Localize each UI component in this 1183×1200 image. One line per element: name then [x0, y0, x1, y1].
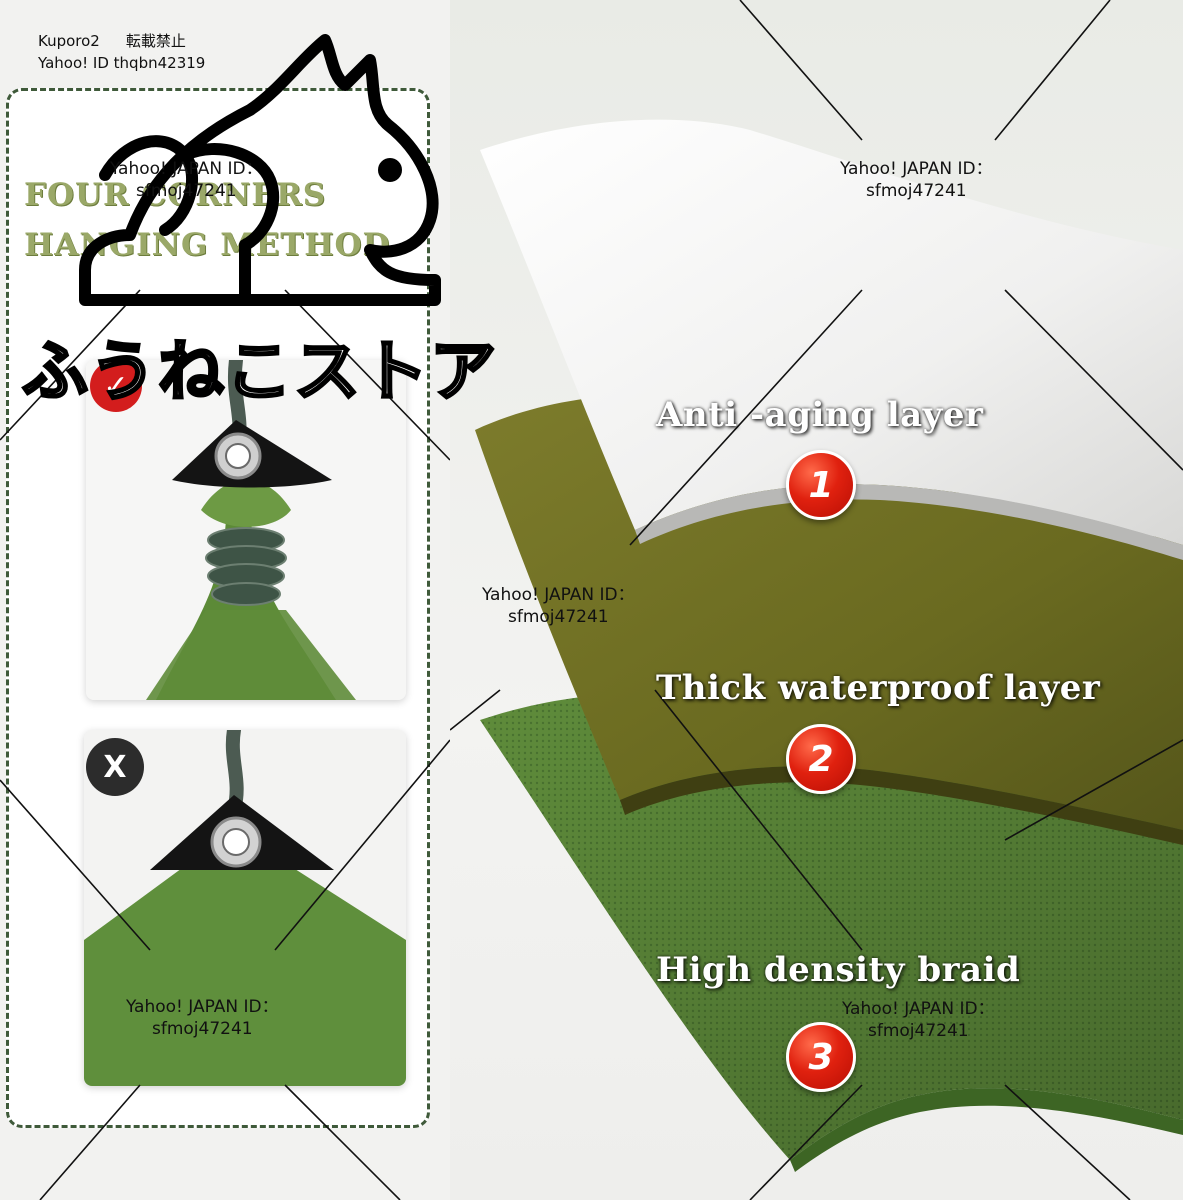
- header-watermark: Kuporo2 転載禁止 Yahoo! ID thqbn42319: [38, 30, 212, 74]
- layer-label-2: Thick waterproof layer: [656, 668, 1101, 708]
- watermark-notice: 転載禁止: [125, 32, 186, 50]
- watermark-id-2: Yahoo! JAPAN ID： sfmoj47241: [840, 158, 993, 202]
- wrong-badge: X: [86, 738, 144, 796]
- watermark-id-1-line1: Yahoo! JAPAN ID：: [110, 159, 263, 179]
- watermark-id-5-line1: Yahoo! JAPAN ID：: [842, 999, 995, 1019]
- layer-number-2: 2: [786, 724, 856, 794]
- layer-label-1: Anti -aging layer: [656, 395, 984, 435]
- cat-icon: [79, 34, 441, 306]
- watermark-id-3-line1: Yahoo! JAPAN ID：: [482, 585, 635, 605]
- wrong-hanging-photo: [84, 730, 406, 1086]
- layer-number-1: 1: [786, 450, 856, 520]
- watermark-id-1-line2: sfmoj47241: [136, 181, 237, 201]
- watermark-id-4: Yahoo! JAPAN ID： sfmoj47241: [126, 996, 279, 1040]
- layers-illustration: [450, 0, 1183, 1200]
- watermark-store-id: Kuporo2: [38, 32, 100, 50]
- watermark-id-4-line1: Yahoo! JAPAN ID：: [126, 997, 279, 1017]
- watermark-id-3-line2: sfmoj47241: [508, 607, 609, 627]
- correct-badge: ✓: [90, 360, 142, 412]
- watermark-id-5: Yahoo! JAPAN ID： sfmoj47241: [842, 998, 995, 1042]
- watermark-id-1: Yahoo! JAPAN ID： sfmoj47241: [110, 158, 263, 202]
- left-watermark-lines: [0, 289, 450, 1200]
- watermark-yahoo-id: Yahoo! ID thqbn42319: [38, 54, 206, 72]
- correct-hanging-photo: [86, 360, 406, 700]
- watermark-id-4-line2: sfmoj47241: [152, 1019, 253, 1039]
- watermark-id-2-line2: sfmoj47241: [866, 181, 967, 201]
- store-name: ふうねこストア: [21, 332, 498, 412]
- layer-number-3: 3: [786, 1022, 856, 1092]
- watermark-id-2-line1: Yahoo! JAPAN ID：: [840, 159, 993, 179]
- layer-label-3: High density braid: [656, 950, 1021, 990]
- watermark-id-3: Yahoo! JAPAN ID： sfmoj47241: [482, 584, 635, 628]
- watermark-id-5-line2: sfmoj47241: [868, 1021, 969, 1041]
